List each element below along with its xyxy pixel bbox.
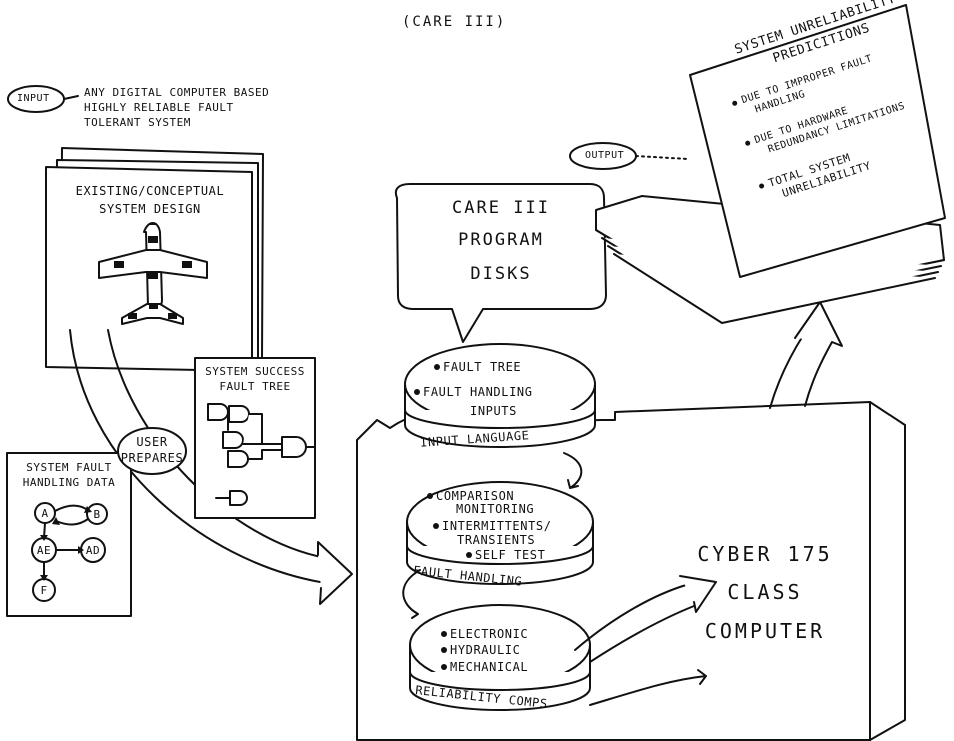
disk-reliability-bullet-2: HYDRAULIC — [450, 643, 521, 657]
disk-fault-bullet-5: SELF TEST — [475, 548, 546, 562]
input-label: INPUT — [17, 93, 50, 104]
output-bullet-dot-1 — [731, 100, 738, 107]
disk-fault-bullet-3: INTERMITTENTS/ — [442, 519, 552, 533]
disk-input-language — [404, 343, 596, 448]
state-graph-arrowheads — [40, 506, 92, 581]
lower-flow-line — [589, 669, 707, 706]
fault-node-a: A — [41, 507, 49, 520]
disk-reliability-bullet-1: ELECTRONIC — [450, 627, 529, 641]
design-card-title-line-1: EXISTING/CONCEPTUAL — [75, 184, 225, 198]
user-prepares-line-2: PREPARES — [120, 451, 184, 465]
airplane-sketch — [98, 222, 208, 325]
fault-node-b: B — [93, 508, 101, 521]
input-description-line-1: ANY DIGITAL COMPUTER BASED — [84, 86, 270, 99]
disk-input-bullet-2: FAULT HANDLING — [423, 385, 533, 399]
computer-line-3: COMPUTER — [704, 619, 826, 643]
user-prepares-line-1: USER — [136, 435, 168, 449]
design-to-computer-arrowhead — [317, 541, 353, 605]
program-disks-line-2: PROGRAM — [458, 230, 544, 250]
output-connector — [635, 155, 689, 160]
design-to-computer-arrow — [69, 329, 327, 583]
disk-input-bullet-1: FAULT TREE — [443, 360, 522, 374]
program-disks-bubble — [394, 183, 607, 343]
disk-fault-bullet-2: MONITORING — [456, 502, 535, 516]
disk-fault-handling — [406, 481, 594, 585]
user-prepares-oval — [117, 427, 187, 475]
fault-node-ae: AE — [36, 544, 52, 557]
output-bullet-dot-2 — [744, 140, 751, 147]
airplane-components — [114, 236, 192, 319]
disk-input-bullet-3: INPUTS — [470, 404, 517, 418]
computer-to-output-arrowhead — [794, 301, 843, 347]
fault-node-f: F — [40, 584, 48, 597]
disk-reliability-comps — [409, 604, 591, 711]
bullet-dots — [414, 364, 472, 670]
output-bullet-dot-3 — [758, 182, 765, 190]
reliability-to-computer-arrowhead — [679, 575, 717, 613]
disk-flow-arrow-2 — [402, 569, 421, 619]
disk-fault-bullet-4: TRANSIENTS — [457, 533, 536, 547]
disk-fault-bullet-1: COMPARISON — [436, 489, 515, 503]
diagram-title: (CARE III) — [402, 14, 507, 30]
reliability-to-computer-arrow — [574, 584, 695, 663]
disk-reliability-bullet-3: MECHANICAL — [450, 660, 529, 674]
fault-node-ad: AD — [85, 544, 101, 557]
state-graph — [31, 502, 108, 602]
input-description-line-2: HIGHLY RELIABLE FAULT — [84, 101, 234, 114]
computer-to-output-arrow — [769, 333, 833, 409]
input-connector — [63, 95, 79, 100]
input-description-line-3: TOLERANT SYSTEM — [84, 116, 191, 129]
program-disks-line-3: DISKS — [470, 264, 532, 284]
disk-flow-arrow-1 — [563, 452, 583, 489]
output-label: OUTPUT — [585, 150, 625, 161]
fault-data-card — [6, 452, 132, 617]
success-tree-title-line-2: FAULT TREE — [219, 380, 291, 393]
fault-data-title-line-1: SYSTEM FAULT — [26, 461, 112, 474]
fault-data-title-line-2: HANDLING DATA — [22, 476, 116, 489]
program-disks-line-1: CARE III — [452, 198, 550, 218]
design-card-title-line-2: SYSTEM DESIGN — [99, 202, 201, 216]
computer-line-2: CLASS — [727, 580, 803, 604]
report-page — [689, 4, 946, 278]
logic-gates — [207, 403, 315, 506]
computer-line-1: CYBER 175 — [697, 542, 833, 566]
success-tree-title-line-1: SYSTEM SUCCESS — [205, 365, 305, 378]
